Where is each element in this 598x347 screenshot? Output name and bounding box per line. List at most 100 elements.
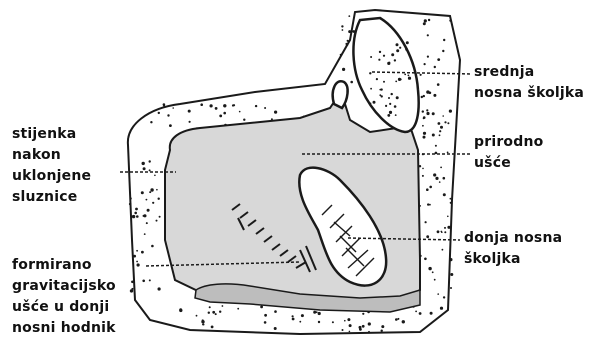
bone-dot	[447, 152, 449, 154]
bone-dot	[437, 293, 439, 295]
bone-dot	[292, 315, 294, 317]
bone-dot	[346, 43, 348, 45]
bone-dot	[208, 312, 210, 314]
bone-dot	[449, 110, 452, 113]
bone-dot	[440, 307, 443, 310]
bone-dot	[395, 318, 398, 321]
bone-dot	[342, 329, 344, 331]
bone-dot	[347, 40, 349, 42]
bone-dot	[419, 312, 422, 315]
bone-dot	[447, 216, 449, 218]
bone-dot	[362, 313, 364, 315]
bone-dot	[430, 312, 433, 315]
bone-dot	[424, 19, 427, 22]
bone-dot	[423, 22, 426, 25]
bone-dot	[435, 177, 438, 180]
bone-dot	[274, 111, 277, 114]
bone-dot	[232, 104, 234, 106]
bone-dot	[442, 50, 444, 52]
bone-dot	[368, 331, 370, 333]
bone-dot	[422, 168, 424, 170]
bone-dot	[437, 58, 440, 61]
bone-dot	[143, 215, 145, 217]
bone-dot	[340, 54, 342, 56]
bone-dot	[146, 199, 148, 201]
bone-dot	[203, 324, 205, 326]
bone-dot	[130, 197, 132, 199]
bone-dot	[422, 175, 424, 177]
bone-dot	[150, 121, 152, 123]
bone-dot	[451, 24, 453, 26]
bone-dot	[133, 255, 136, 258]
turbinate-dot	[405, 48, 408, 51]
bone-dot	[332, 321, 334, 323]
bone-dot	[443, 177, 446, 180]
bone-dot	[426, 109, 428, 111]
turbinate-dot	[388, 97, 390, 99]
label-inferior-turbinate: donja nosna školjka	[464, 228, 562, 270]
bone-dot	[350, 81, 353, 84]
turbinate-dot	[395, 114, 397, 116]
bone-dot	[141, 251, 144, 254]
bone-dot	[429, 186, 432, 189]
bone-dot	[439, 130, 441, 132]
bone-dot	[423, 136, 426, 139]
bone-dot	[432, 112, 435, 115]
bone-dot	[313, 311, 316, 314]
bone-dot	[318, 312, 321, 315]
bone-dot	[359, 328, 362, 331]
bone-dot	[318, 321, 320, 323]
bone-dot	[163, 105, 165, 107]
bone-dot	[167, 114, 169, 116]
bone-dot	[449, 258, 452, 261]
bone-dot	[344, 320, 346, 322]
turbinate-dot	[394, 105, 397, 108]
bone-dot	[432, 271, 434, 273]
bone-dot	[136, 215, 139, 218]
bone-dot	[342, 68, 345, 71]
turbinate-dot	[383, 81, 385, 83]
bone-dot	[420, 74, 422, 76]
bone-dot	[299, 321, 301, 323]
bone-dot	[438, 122, 441, 125]
bone-dot	[428, 267, 431, 270]
bone-dot	[196, 315, 198, 317]
bone-dot	[134, 212, 137, 215]
bone-dot	[136, 250, 138, 252]
bone-dot	[159, 216, 161, 218]
bone-dot	[131, 281, 134, 284]
bone-dot	[444, 121, 446, 123]
bone-dot	[188, 110, 191, 113]
bone-dot	[264, 314, 267, 317]
bone-dot	[136, 261, 138, 263]
turbinate-dot	[370, 103, 372, 105]
bone-dot	[450, 273, 453, 276]
bone-dot	[132, 215, 135, 218]
turbinate-dot	[391, 53, 394, 56]
bone-dot	[443, 296, 445, 298]
bone-dot	[135, 208, 138, 211]
turbinate-dot	[379, 51, 381, 53]
bone-dot	[316, 311, 318, 313]
bone-dot	[149, 169, 151, 171]
bone-dot	[381, 325, 384, 328]
bone-dot	[422, 125, 424, 127]
turbinate-dot	[373, 101, 376, 104]
bone-dot	[179, 309, 182, 312]
bone-dot	[443, 39, 445, 41]
bone-dot	[141, 191, 144, 194]
turbinate-dot	[369, 72, 371, 74]
turbinate-dot	[395, 81, 397, 83]
bone-dot	[209, 306, 211, 308]
turbinate-dot	[394, 59, 396, 61]
bone-dot	[147, 209, 150, 212]
bone-dot	[434, 279, 436, 281]
bone-dot	[172, 107, 174, 109]
bone-dot	[223, 104, 226, 107]
bone-dot	[149, 160, 151, 162]
turbinate-dot	[391, 93, 393, 95]
bone-dot	[427, 56, 429, 58]
bone-dot	[447, 226, 450, 229]
bone-dot	[402, 320, 405, 323]
bone-dot	[426, 188, 429, 191]
